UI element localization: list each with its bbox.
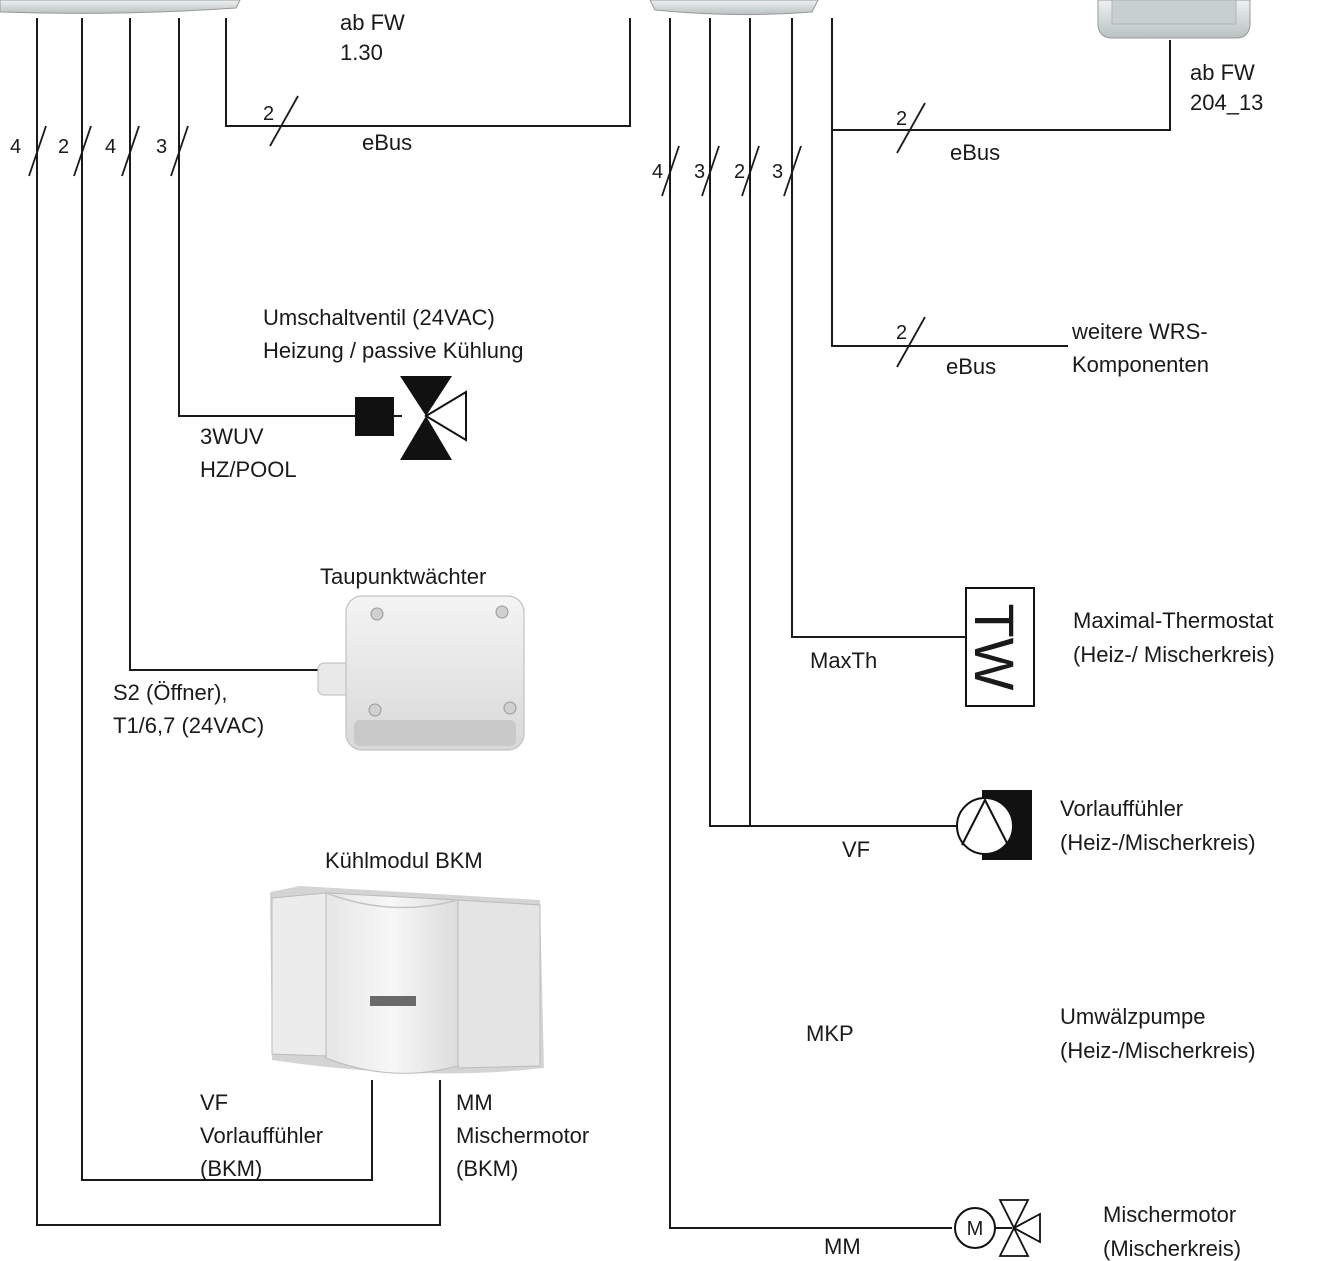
mm-desc-1: Mischermotor xyxy=(1103,1202,1236,1227)
valve-title-2: Heizung / passive Kühlung xyxy=(263,338,524,363)
right-count-4: 3 xyxy=(772,161,783,183)
wire-s2-dew xyxy=(129,18,322,671)
right-count-1: 4 xyxy=(652,161,663,183)
three-way-valve-symbol xyxy=(355,376,467,460)
bkm-title: Kühlmodul BKM xyxy=(325,848,483,873)
right-count-2: 3 xyxy=(694,161,705,183)
ebus-count-wrs: 2 xyxy=(896,322,907,344)
right-count-3: 2 xyxy=(734,161,745,183)
right-cable-slashes xyxy=(661,102,926,368)
wire-maxth xyxy=(791,18,966,638)
cable-count-4: 3 xyxy=(156,136,167,158)
wire-ebus-right xyxy=(831,18,1068,347)
bkm-mm-2: Mischermotor xyxy=(456,1123,589,1148)
wire-mkp xyxy=(709,18,957,827)
dew-label-2: T1/6,7 (24VAC) xyxy=(113,713,264,738)
controller-device-left xyxy=(0,0,241,14)
wire-mm xyxy=(669,18,952,1229)
wire-vf-bkm xyxy=(81,18,373,1181)
fw-label-left-1: ab FW xyxy=(340,10,405,35)
mixer-motor-letter: M xyxy=(967,1218,984,1240)
valve-title-1: Umschaltventil (24VAC) xyxy=(263,305,495,330)
maxth-desc-2: (Heiz-/ Mischerkreis) xyxy=(1073,642,1275,667)
wrs-label-1: weitere WRS- xyxy=(1071,319,1208,344)
wrs-label-2: Komponenten xyxy=(1072,352,1209,377)
mkp-wire-label: MKP xyxy=(806,1021,854,1046)
ebus-label-room: eBus xyxy=(950,140,1000,165)
wire-mm-bkm xyxy=(36,18,441,1226)
left-wire-group xyxy=(36,18,631,1226)
wire-ebus-room xyxy=(832,40,1171,131)
wire-ebus-top xyxy=(225,18,631,127)
ebus-count-top: 2 xyxy=(263,103,274,125)
bkm-mm-1: MM xyxy=(456,1090,493,1115)
vf-desc-2: (Heiz-/Mischerkreis) xyxy=(1060,830,1256,855)
fw-label-right-1: ab FW xyxy=(1190,60,1255,85)
controller-device-center xyxy=(649,0,819,16)
fw-label-left-2: 1.30 xyxy=(340,40,383,65)
mkp-desc-2: (Heiz-/Mischerkreis) xyxy=(1060,1038,1256,1063)
left-cable-slashes xyxy=(28,95,299,177)
dew-point-sensor-image xyxy=(317,595,525,751)
dew-title: Taupunktwächter xyxy=(320,564,486,589)
dew-label-1: S2 (Öffner), xyxy=(113,680,228,705)
ebus-label-wrs: eBus xyxy=(946,354,996,379)
bkm-vf-2: Vorlauffühler xyxy=(200,1123,323,1148)
valve-label-2: HZ/POOL xyxy=(200,457,297,482)
fw-label-right-2: 204_13 xyxy=(1190,90,1263,115)
cable-count-2: 2 xyxy=(58,136,69,158)
bkm-vf-3: (BKM) xyxy=(200,1156,262,1181)
valve-label-1: 3WUV xyxy=(200,424,264,449)
tw-symbol-box xyxy=(965,587,1035,707)
pump-symbol xyxy=(956,797,1014,855)
mkp-desc-1: Umwälzpumpe xyxy=(1060,1004,1206,1029)
maxth-desc-1: Maximal-Thermostat xyxy=(1073,608,1273,633)
mm-wire-label: MM xyxy=(824,1234,861,1259)
bkm-mm-3: (BKM) xyxy=(456,1156,518,1181)
vf-desc-1: Vorlauffühler xyxy=(1060,796,1183,821)
maxth-wire-label: MaxTh xyxy=(810,648,877,673)
ebus-count-room: 2 xyxy=(896,108,907,130)
mm-desc-2: (Mischerkreis) xyxy=(1103,1236,1241,1261)
ebus-label-top: eBus xyxy=(362,130,412,155)
mixer-motor-symbol xyxy=(954,1199,1041,1257)
tw-symbol-text: TW xyxy=(963,603,1026,690)
cable-count-1: 4 xyxy=(10,136,21,158)
vf-wire-label: VF xyxy=(842,837,870,862)
bkm-vf-1: VF xyxy=(200,1090,228,1115)
bkm-module-image xyxy=(270,886,544,1074)
right-wire-group xyxy=(669,18,1171,1229)
cable-count-3: 4 xyxy=(105,136,116,158)
